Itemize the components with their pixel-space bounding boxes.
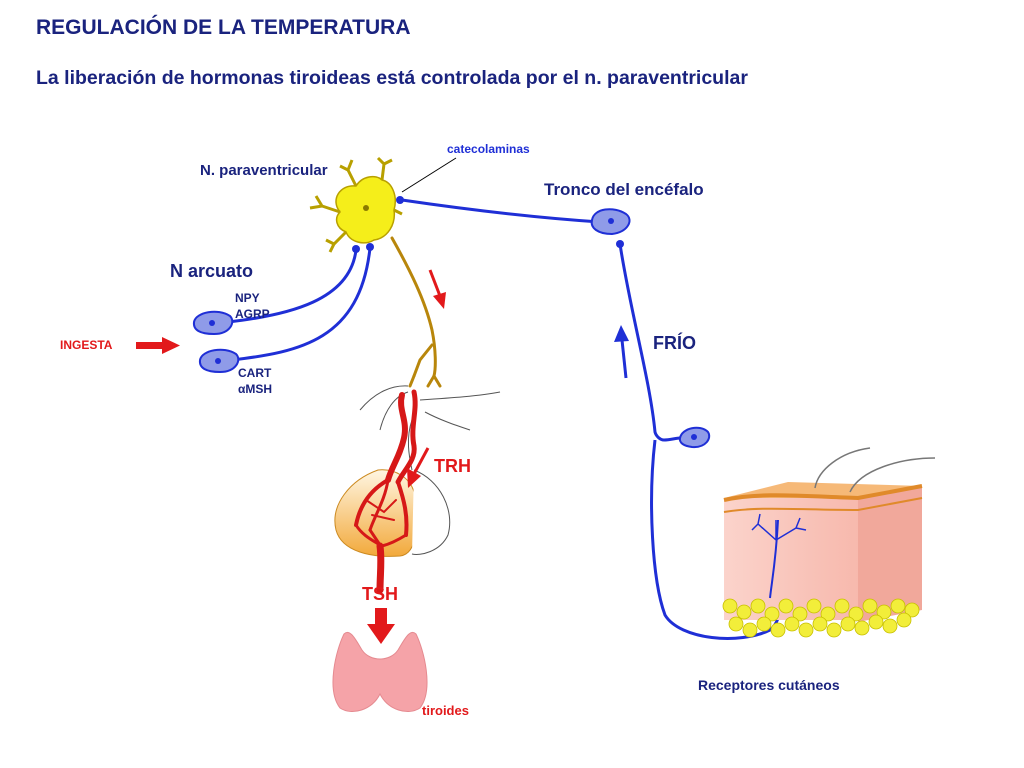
- catecolaminas-leader: [401, 157, 457, 193]
- label-n-arcuato: N arcuato: [170, 261, 254, 281]
- label-n-paraventricular: N. paraventricular: [200, 162, 328, 179]
- ingesta-arrow-icon: [136, 337, 180, 354]
- brainstem-neuron: [590, 208, 631, 236]
- label-agrp: AGRP: [235, 307, 270, 321]
- cold-arrow-icon: [614, 325, 629, 379]
- label-trh: TRH: [434, 456, 471, 476]
- label-cart: CART: [238, 366, 272, 380]
- label-alpha-msh: αMSH: [238, 382, 272, 396]
- trh-release-arrow-icon: [428, 269, 446, 309]
- skin-block-icon: [722, 447, 936, 638]
- hypothalamus-outline: [359, 385, 501, 431]
- tsh-arrow-icon: [367, 608, 395, 644]
- page-subtitle: La liberación de hormonas tiroideas está…: [36, 67, 748, 89]
- label-frio: FRÍO: [653, 333, 696, 353]
- cold-afferent-terminal: [616, 240, 624, 248]
- label-tsh: TSH: [362, 584, 398, 604]
- trh-arrow-icon: [407, 447, 430, 488]
- label-tronco-del-encefalo: Tronco del encéfalo: [544, 180, 704, 199]
- label-tiroides: tiroides: [422, 703, 469, 718]
- brainstem-synapse: [396, 196, 404, 204]
- page-title: REGULACIÓN DE LA TEMPERATURA: [36, 16, 411, 39]
- fat-layer: [722, 598, 920, 638]
- brainstem-axon: [401, 198, 601, 224]
- arcuate-neuron-npy: [192, 310, 234, 336]
- arcuate-axon-npy: [227, 249, 358, 324]
- pvn-neuron: [309, 156, 403, 253]
- arcuate-axon-cart: [231, 247, 372, 362]
- cold-afferent-nerve: [618, 243, 681, 442]
- label-npy: NPY: [235, 291, 260, 305]
- arcuate-neuron-cart: [198, 348, 240, 374]
- ganglion-neuron: [678, 426, 711, 449]
- pvn-axon: [390, 236, 442, 388]
- thyroid-gland-icon: [332, 632, 428, 712]
- pituitary-gland: [334, 419, 451, 557]
- label-receptores-cutaneos: Receptores cutáneos: [698, 677, 840, 693]
- portal-vessels: [354, 389, 418, 594]
- label-ingesta: INGESTA: [60, 338, 113, 352]
- label-msh: MSH: [245, 382, 273, 396]
- label-alpha-symbol: α: [238, 382, 246, 396]
- label-catecolaminas: catecolaminas: [447, 142, 530, 156]
